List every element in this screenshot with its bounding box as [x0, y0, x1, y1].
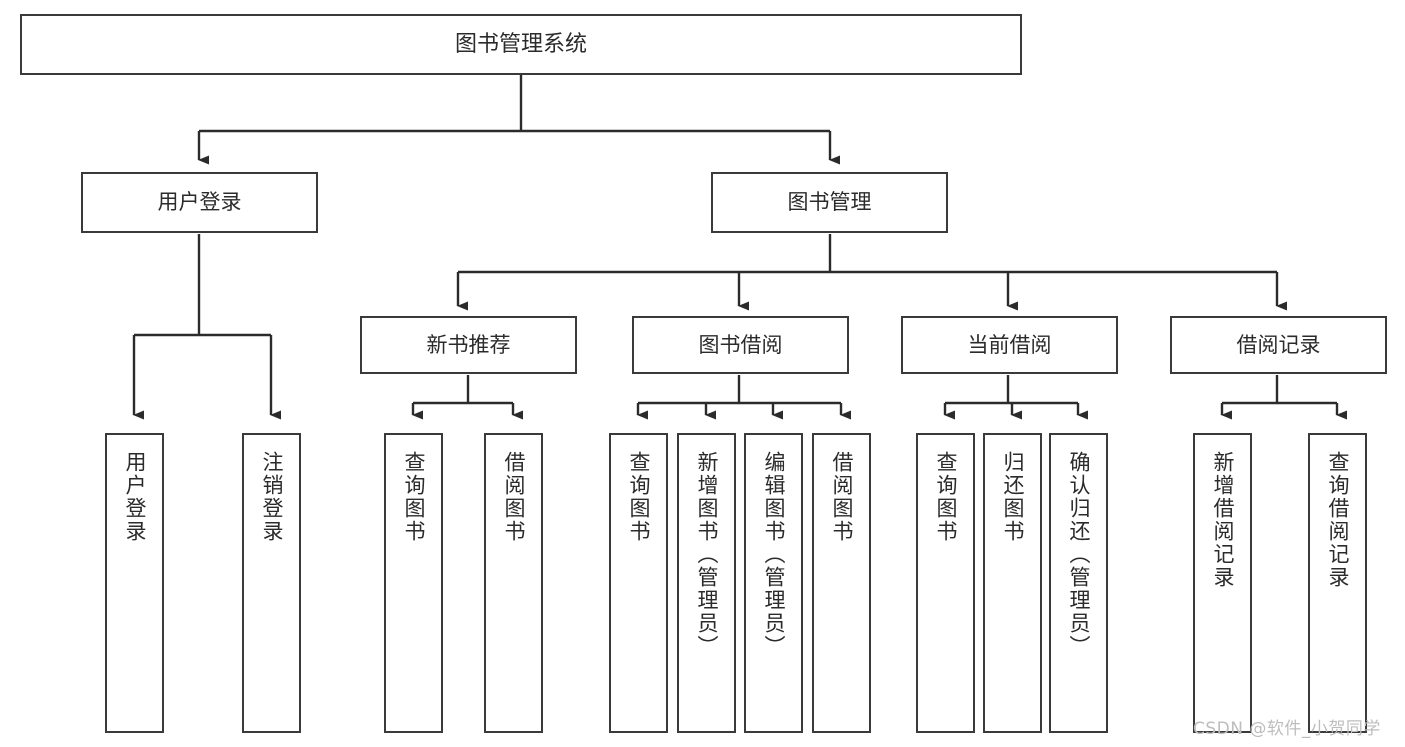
- node-label: 图书管理: [787, 190, 872, 215]
- node-new-book-recommend[interactable]: 新书推荐: [360, 316, 577, 374]
- leaf-query-book-borrow[interactable]: 查询图书: [609, 433, 668, 733]
- leaf-add-book-admin[interactable]: 新增图书（管理员）: [677, 433, 736, 733]
- leaf-edit-book-admin[interactable]: 编辑图书（管理员）: [744, 433, 803, 733]
- node-label: 查询图书: [402, 451, 426, 543]
- node-label: 编辑图书（管理员）: [762, 451, 786, 658]
- node-label: 查询借阅记录: [1326, 451, 1350, 589]
- node-current-borrow[interactable]: 当前借阅: [901, 316, 1118, 374]
- node-label: 借阅图书: [502, 451, 526, 543]
- node-borrow-record[interactable]: 借阅记录: [1170, 316, 1387, 374]
- node-label: 查询图书: [934, 451, 958, 543]
- leaf-borrow-book[interactable]: 借阅图书: [812, 433, 871, 733]
- leaf-return-book[interactable]: 归还图书: [983, 433, 1042, 733]
- node-book-management[interactable]: 图书管理: [711, 172, 948, 233]
- leaf-query-borrow-record[interactable]: 查询借阅记录: [1308, 433, 1367, 733]
- node-label: 用户登录: [123, 451, 147, 543]
- node-label: 查询图书: [627, 451, 651, 543]
- leaf-query-book-current[interactable]: 查询图书: [916, 433, 975, 733]
- leaf-borrow-book-recommend[interactable]: 借阅图书: [484, 433, 543, 733]
- node-label: 用户登录: [157, 190, 242, 215]
- node-label: 确认归还（管理员）: [1067, 451, 1091, 658]
- node-label: 借阅记录: [1236, 332, 1321, 357]
- leaf-user-login[interactable]: 用户登录: [105, 433, 164, 733]
- node-label: 当前借阅: [967, 332, 1052, 357]
- node-label: 新增借阅记录: [1211, 451, 1235, 589]
- node-label: 图书借阅: [698, 332, 783, 357]
- node-user-login[interactable]: 用户登录: [81, 172, 318, 233]
- node-label: 借阅图书: [830, 451, 854, 543]
- leaf-add-borrow-record[interactable]: 新增借阅记录: [1193, 433, 1252, 733]
- node-label: 注销登录: [260, 451, 284, 543]
- node-book-borrow[interactable]: 图书借阅: [632, 316, 849, 374]
- node-label: 新书推荐: [426, 332, 511, 357]
- node-label: 新增图书（管理员）: [695, 451, 719, 658]
- leaf-confirm-return-admin[interactable]: 确认归还（管理员）: [1049, 433, 1108, 733]
- node-label: 图书管理系统: [454, 31, 587, 57]
- leaf-query-book-recommend[interactable]: 查询图书: [384, 433, 443, 733]
- node-label: 归还图书: [1001, 451, 1025, 543]
- node-root-system[interactable]: 图书管理系统: [20, 14, 1022, 75]
- leaf-logout-login[interactable]: 注销登录: [242, 433, 301, 733]
